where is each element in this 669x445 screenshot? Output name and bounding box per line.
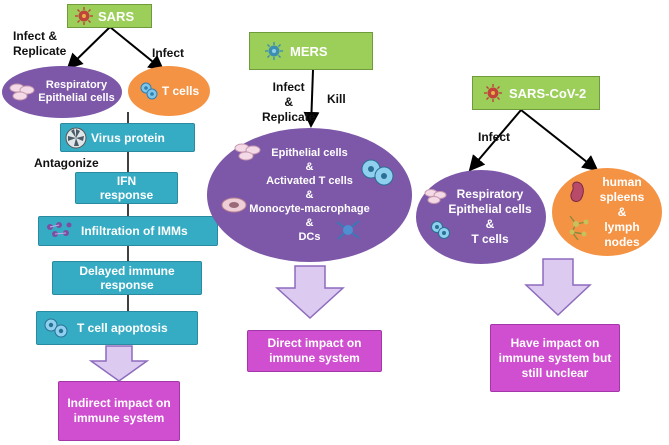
epithelial-cells-icon <box>9 83 35 101</box>
coronavirus-icon <box>74 6 94 26</box>
spleens-lymph-ellipse: human spleens & lymph nodes <box>552 168 662 256</box>
mers-down-block-arrow <box>275 265 345 320</box>
sars-infect-label: Infect <box>152 46 185 60</box>
sars-down-block-arrow <box>88 345 150 382</box>
cov2-to-cells-arrow <box>468 109 522 172</box>
sars-to-respiratory-arrow <box>66 26 111 70</box>
coronavirus-icon <box>264 41 284 61</box>
mers-cells-ellipse: Epithelial cells & Activated T cells & M… <box>207 128 412 262</box>
dendritic-cell-icon <box>334 218 362 242</box>
antagonize-label: Antagonize <box>34 156 99 170</box>
t-cell-icon <box>430 220 452 240</box>
sarscov2-title: SARS-CoV-2 <box>509 85 587 101</box>
spleen-icon <box>567 180 587 204</box>
imm-cells-icon <box>45 221 73 241</box>
t-cell-apoptosis-box: T cell apoptosis <box>36 311 198 345</box>
monocyte-icon <box>220 196 248 214</box>
t-cell-icon <box>43 317 71 339</box>
ifn-response-box: IFN response <box>75 172 178 204</box>
sarscov2-infect-label: Infect <box>478 130 511 144</box>
t-cell-icon <box>360 158 396 188</box>
sarscov2-cells-ellipse: Respiratory Epithelial cells & T cells <box>416 170 546 264</box>
t-cell-icon <box>139 81 159 101</box>
lymph-node-icon <box>566 214 592 242</box>
mers-kill-label: Kill <box>327 92 346 106</box>
respiratory-epithelial-ellipse: Respiratory Epithelial cells <box>2 66 122 118</box>
epithelial-cells-icon <box>234 143 262 161</box>
cov2-to-organs-arrow <box>520 109 599 172</box>
sarscov2-title-box: SARS-CoV-2 <box>472 76 600 110</box>
mers-title: MERS <box>290 43 328 59</box>
sars-to-tcells-arrow <box>109 26 165 72</box>
coronavirus-icon <box>483 83 503 103</box>
delayed-immune-response-box: Delayed immune response <box>52 261 202 295</box>
mers-infect-replicate-label: Infect & Replicate <box>262 80 316 124</box>
sars-title-box: SARS <box>67 4 152 28</box>
direct-impact-box: Direct impact on immune system <box>247 330 382 372</box>
unclear-impact-box: Have impact on immune system but still u… <box>490 324 620 392</box>
sars-tcells-ellipse: T cells <box>128 66 210 116</box>
virus-protein-box: Virus protein <box>60 123 195 152</box>
indirect-impact-box: Indirect impact on immune system <box>58 381 180 441</box>
sars-title: SARS <box>98 8 135 24</box>
mers-to-cells-arrow <box>303 69 320 128</box>
mers-title-box: MERS <box>249 32 373 70</box>
cov2-down-block-arrow <box>524 258 592 317</box>
epithelial-cells-icon <box>424 188 448 204</box>
virus-protein-icon <box>65 127 87 149</box>
sars-infect-replicate-label: Infect & Replicate <box>13 29 67 58</box>
infiltration-imms-box: Infiltration of IMMs <box>38 216 218 246</box>
